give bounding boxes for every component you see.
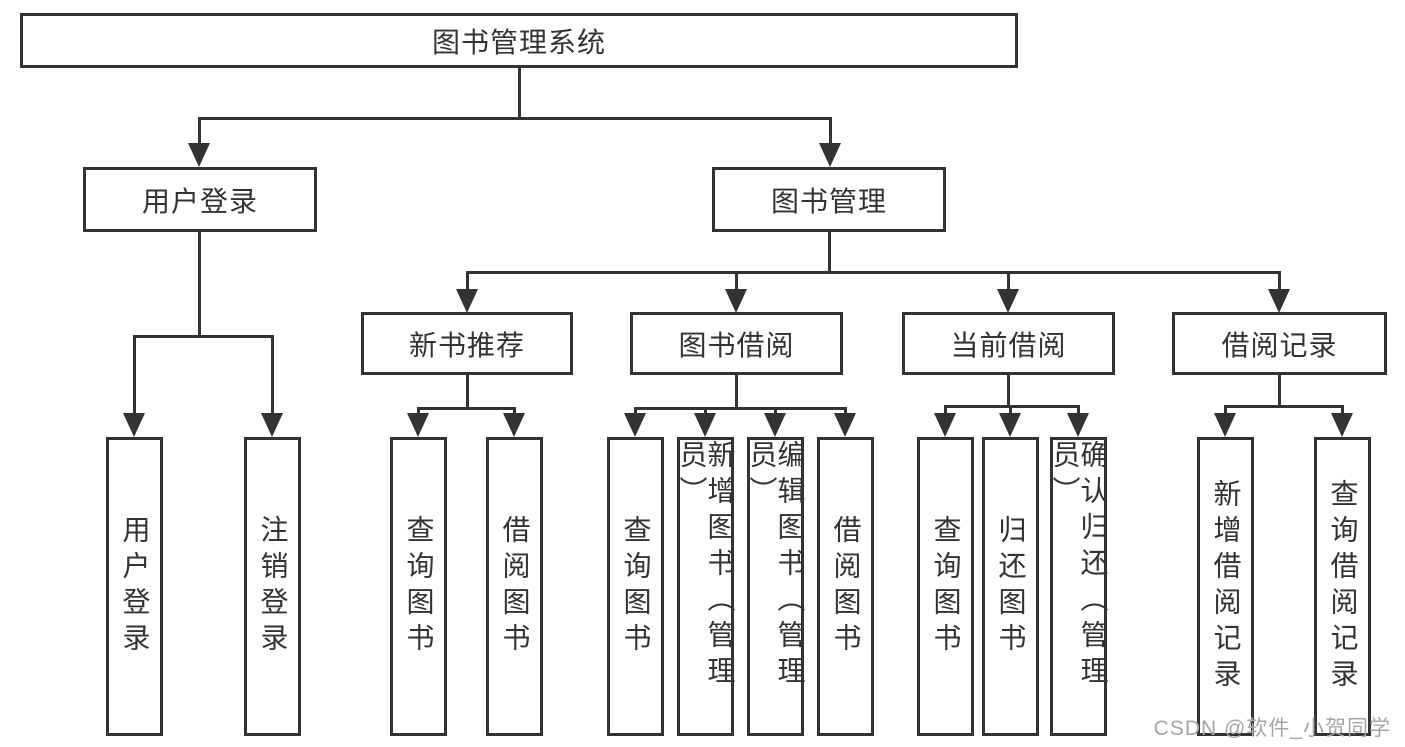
node-label: 图书借阅 (678, 329, 795, 361)
arrow-down-icon (1331, 413, 1353, 437)
node-new-book-recommendation: 新书推荐 (361, 312, 573, 375)
arrow-down-icon (999, 413, 1021, 437)
arrow-down-icon (934, 413, 956, 437)
node-label: 查询借阅记录 (1327, 478, 1359, 695)
arrow-down-icon (261, 413, 283, 437)
node-book-management: 图书管理 (712, 167, 946, 232)
node-confirm-return-admin: 确认归还（管理员） (1049, 437, 1109, 736)
connector-line (1006, 375, 1010, 405)
node-label: 归还图书 (995, 514, 1027, 659)
connector-line (1277, 375, 1281, 405)
arrow-down-icon (1067, 413, 1089, 437)
node-library-management-system: 图书管理系统 (20, 13, 1018, 68)
arrow-down-icon (503, 413, 525, 437)
connector-line (517, 68, 521, 117)
arrow-down-icon (694, 413, 716, 437)
connector-line (1006, 271, 1010, 293)
node-label: 借阅图书 (499, 514, 531, 659)
node-add-borrow-record: 新增借阅记录 (1197, 437, 1254, 736)
connector-line (1223, 405, 1344, 408)
connector-line (416, 407, 420, 417)
node-label: 注销登录 (257, 514, 289, 659)
node-label: 图书管理 (770, 185, 887, 217)
connector-line (943, 405, 947, 417)
node-label: 借阅图书 (830, 514, 862, 659)
connector-line (416, 407, 516, 410)
connector-line (943, 405, 1080, 408)
csdn-watermark: CSDN @软件_小贺同学 (1153, 717, 1391, 740)
connector-line (734, 375, 738, 407)
connector-line (734, 271, 738, 293)
node-query-books-current: 查询图书 (917, 437, 974, 736)
connector-line (270, 335, 274, 417)
arrow-down-icon (725, 289, 747, 313)
connector-line (465, 375, 469, 407)
node-label: 查询图书 (403, 514, 435, 659)
node-label: 图书管理系统 (431, 26, 606, 58)
node-borrowing-records: 借阅记录 (1172, 312, 1387, 375)
node-label: 新增借阅记录 (1210, 478, 1242, 695)
connector-line (132, 335, 274, 338)
connector-line (197, 117, 201, 147)
node-borrow-books-rec: 借阅图书 (486, 437, 543, 736)
node-user-login-group: 用户登录 (83, 167, 317, 232)
arrow-down-icon (764, 413, 786, 437)
node-borrow-books: 借阅图书 (817, 437, 874, 736)
connector-line (703, 407, 707, 417)
connector-line (1340, 405, 1344, 417)
node-label: 当前借阅 (950, 329, 1067, 361)
arrow-down-icon (997, 289, 1019, 313)
arrow-down-icon (1214, 413, 1236, 437)
node-label: 新书推荐 (408, 329, 525, 361)
node-return-books: 归还图书 (982, 437, 1039, 736)
connector-line (512, 407, 516, 417)
node-query-books-rec: 查询图书 (390, 437, 447, 736)
connector-line (843, 407, 847, 417)
node-add-books-admin: 新增图书（管理员） (676, 437, 736, 736)
node-logout: 注销登录 (244, 437, 301, 736)
arrow-down-icon (123, 413, 145, 437)
connector-line (197, 232, 201, 335)
connector-line (465, 271, 1281, 274)
connector-line (465, 271, 469, 293)
node-label: 查询图书 (930, 514, 962, 659)
node-query-books-borrow: 查询图书 (607, 437, 664, 736)
node-label: 编辑图书（管理员） (746, 440, 806, 692)
arrow-down-icon (834, 413, 856, 437)
node-query-borrow-record: 查询借阅记录 (1314, 437, 1371, 736)
node-label: 借阅记录 (1221, 329, 1338, 361)
connector-line (773, 407, 777, 417)
arrow-down-icon (624, 413, 646, 437)
connector-line (633, 407, 847, 410)
connector-line (828, 117, 832, 147)
connector-line (1223, 405, 1227, 417)
connector-line (633, 407, 637, 417)
arrow-down-icon (407, 413, 429, 437)
node-label: 新增图书（管理员） (676, 440, 736, 692)
node-label: 查询图书 (620, 514, 652, 659)
connector-line (1076, 405, 1080, 417)
connector-line (1008, 405, 1012, 417)
node-user-login: 用户登录 (106, 437, 163, 736)
connector-line (1277, 271, 1281, 293)
arrow-down-icon (456, 289, 478, 313)
arrow-down-icon (1268, 289, 1290, 313)
node-label: 确认归还（管理员） (1049, 440, 1109, 692)
node-label: 用户登录 (141, 185, 258, 217)
connector-line (197, 117, 832, 120)
arrow-down-icon (188, 143, 210, 167)
node-current-borrowing: 当前借阅 (902, 312, 1115, 375)
arrow-down-icon (819, 143, 841, 167)
node-book-borrowing: 图书借阅 (630, 312, 843, 375)
node-edit-books-admin: 编辑图书（管理员） (746, 437, 806, 736)
connector-line (827, 232, 831, 271)
node-label: 用户登录 (119, 514, 151, 659)
connector-line (132, 335, 136, 417)
